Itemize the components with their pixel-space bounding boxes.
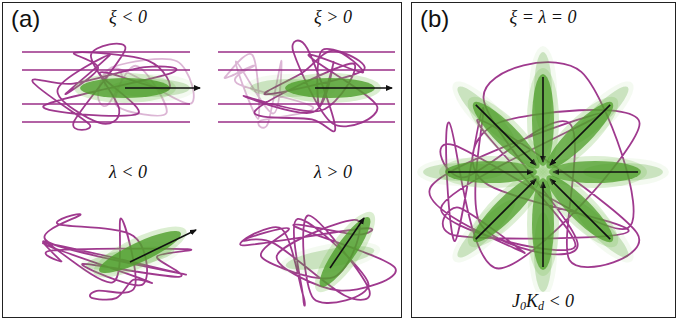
parameter-label: λ > 0 bbox=[312, 163, 354, 183]
director-arrow bbox=[550, 179, 610, 239]
director-ellipse bbox=[95, 224, 185, 280]
parameter-label: λ < 0 bbox=[107, 163, 149, 183]
shear-line bbox=[22, 121, 190, 123]
director-arrow bbox=[125, 87, 200, 89]
shear-line bbox=[218, 121, 395, 123]
shear-line bbox=[218, 51, 395, 53]
shear-line bbox=[22, 51, 190, 53]
polymer-tangle bbox=[43, 214, 191, 300]
director-ellipse bbox=[313, 212, 378, 292]
director-arrow bbox=[553, 171, 638, 173]
director-arrow bbox=[476, 179, 536, 239]
director-arrow bbox=[542, 77, 544, 162]
parameter-label: ξ = λ = 0 bbox=[508, 8, 579, 28]
director-arrow bbox=[448, 171, 533, 173]
director-glow bbox=[305, 204, 385, 300]
director-arrow bbox=[542, 182, 544, 267]
panel-tag: (b) bbox=[420, 5, 449, 33]
director-arrow bbox=[315, 87, 392, 89]
polymer-tangle bbox=[244, 41, 378, 132]
figure-panel: (a) bbox=[2, 2, 402, 318]
director-arrow bbox=[550, 105, 610, 165]
director-ellipse bbox=[539, 95, 620, 176]
director-glow bbox=[87, 217, 192, 287]
figure-panel: (b) bbox=[411, 2, 676, 318]
parameter-label: J0Kd < 0 bbox=[510, 292, 576, 313]
director-glow bbox=[532, 87, 628, 183]
director-arrow bbox=[476, 105, 536, 165]
parameter-label: ξ < 0 bbox=[107, 8, 149, 28]
director-arrow bbox=[130, 230, 196, 262]
director-arrow bbox=[330, 218, 364, 268]
parameter-label: ξ > 0 bbox=[312, 8, 354, 28]
polymer-tangle bbox=[32, 44, 176, 130]
panel-tag: (a) bbox=[11, 5, 40, 33]
